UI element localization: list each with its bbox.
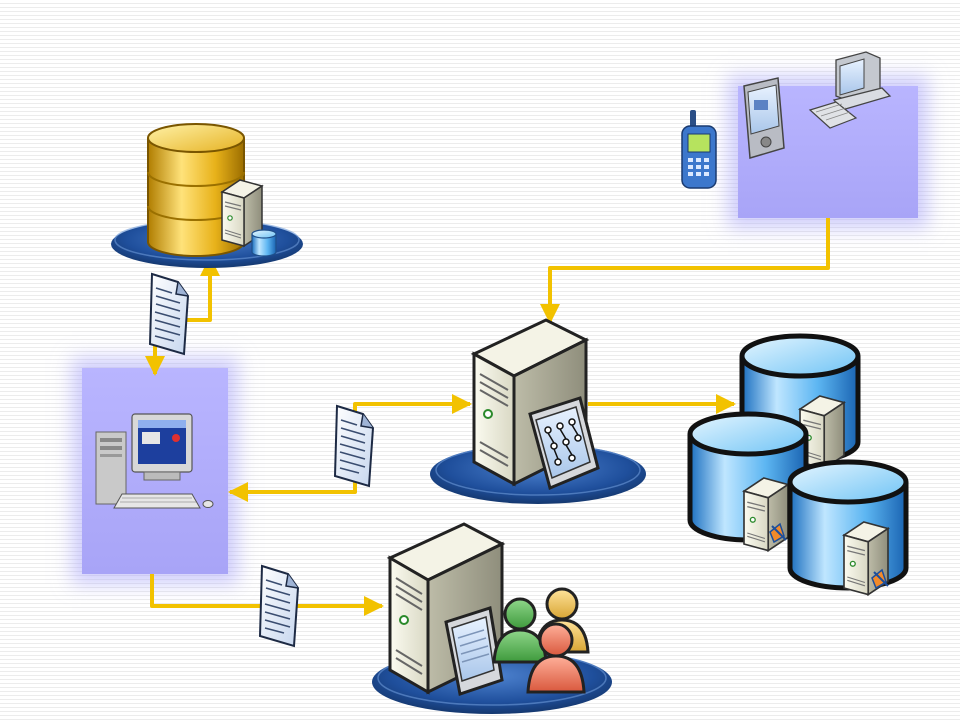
- collaboration-server-node[interactable]: [370, 522, 616, 718]
- cell-phone-icon: [681, 110, 717, 189]
- server-with-users-icon: [372, 522, 612, 714]
- mobile-devices-node[interactable]: [676, 48, 906, 194]
- connector-db-to-client: [180, 256, 220, 322]
- database-server-node[interactable]: [110, 118, 310, 274]
- database-cluster-node[interactable]: [686, 330, 916, 610]
- document-icon: [258, 564, 300, 648]
- pda-icon: [743, 77, 785, 159]
- client-workstation-node[interactable]: [92, 410, 222, 520]
- database-cylinder-with-server-icon: [111, 123, 303, 268]
- document-icon: [333, 404, 375, 488]
- connector-mobile-to-appserver: [540, 218, 830, 324]
- desktop-computer-icon: [95, 413, 214, 509]
- server-with-workflow-monitor-icon: [430, 318, 646, 504]
- desktop-pc-icon: [808, 51, 892, 129]
- connector-client-to-collab: [150, 574, 384, 616]
- application-server-node[interactable]: [430, 318, 654, 508]
- three-database-servers-icon: [686, 330, 916, 596]
- document-icon: [148, 272, 190, 356]
